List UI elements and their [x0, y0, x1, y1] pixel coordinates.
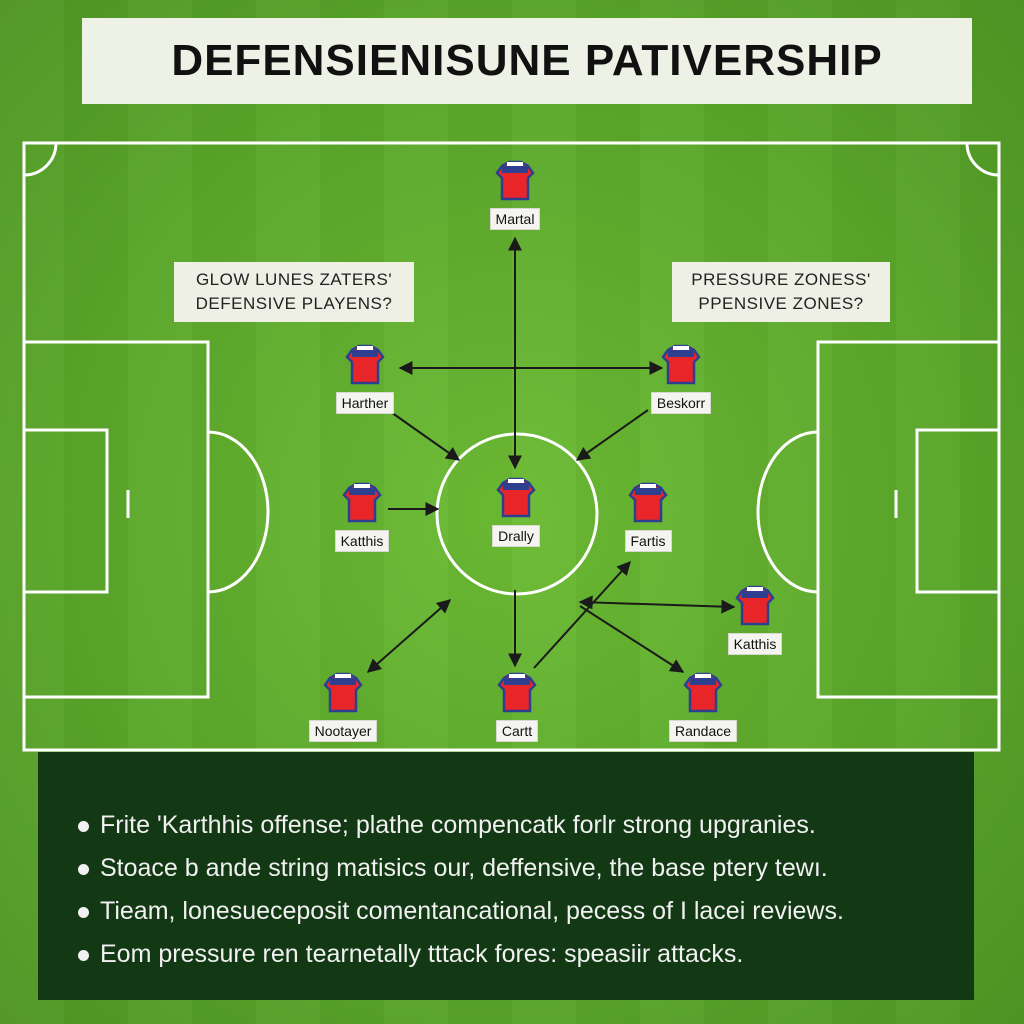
player-label: Katthis — [334, 530, 390, 552]
zone-callout-right: PRESSURE ZONESS' PPENSIVE ZONES? — [672, 262, 890, 322]
arrow-nootayer-center — [366, 599, 452, 673]
zone-left-line-1: GLOW LUNES ZATERS' — [195, 270, 393, 289]
player-katthis-right: Katthis — [700, 585, 810, 655]
player-label: Katthis — [727, 633, 783, 655]
arrow-center-randace — [579, 605, 685, 673]
player-label: Nootayer — [308, 720, 378, 742]
jersey-icon — [683, 672, 723, 713]
right-goal-box — [915, 428, 1001, 594]
arrow-beskorr-center — [575, 409, 649, 461]
jersey-icon — [661, 344, 701, 385]
pitch-lines — [22, 141, 1001, 752]
right-penalty-box — [816, 340, 1001, 699]
player-nootayer: Nootayer — [288, 672, 398, 742]
jersey-icon — [496, 477, 536, 518]
zone-right-line-2: PPENSIVE ZONES? — [698, 294, 864, 313]
player-label: Cartt — [495, 720, 539, 742]
player-label: Harther — [335, 392, 395, 414]
jersey-icon — [323, 672, 363, 713]
note-item: Eom pressure ren tearnetally tttack fore… — [78, 933, 974, 976]
note-item: Tieam, lonesueceposit comentancational, … — [78, 890, 974, 933]
jersey-icon — [345, 344, 385, 385]
arrow-cartt-fartis — [533, 560, 631, 669]
zone-left-line-2: DEFENSIVE PLAYENS? — [195, 294, 393, 313]
player-harther: Harther — [310, 344, 420, 414]
zone-right-line-1: PRESSURE ZONESS' — [691, 270, 871, 289]
jersey-icon — [628, 482, 668, 523]
movement-arrows — [366, 236, 736, 673]
arrow-center-katthis-right — [578, 595, 736, 614]
title-banner: DEFENSIENISUNE PATIVERSHIP — [82, 18, 972, 104]
corner-arc-top-right — [965, 142, 1000, 177]
player-drally: Drally — [461, 477, 571, 547]
player-label: Drally — [492, 525, 540, 547]
jersey-icon — [495, 160, 535, 201]
player-beskorr: Beskorr — [626, 344, 736, 414]
player-cartt: Cartt — [462, 672, 572, 742]
jersey-icon — [497, 672, 537, 713]
left-goal-box — [22, 428, 109, 594]
jersey-icon — [342, 482, 382, 523]
corner-arc-top-left — [23, 142, 58, 177]
arrow-harther-center — [387, 409, 461, 461]
right-penalty-arc — [756, 430, 819, 594]
player-label: Fartis — [624, 530, 672, 552]
note-item: Frite 'Karthhis offense; plathe compenca… — [78, 804, 974, 847]
jersey-icon — [735, 585, 775, 626]
notes-panel: Frite 'Karthhis offense; plathe compenca… — [38, 752, 974, 1000]
player-label: Randace — [668, 720, 738, 742]
player-label: Martal — [489, 208, 541, 230]
page-title: DEFENSIENISUNE PATIVERSHIP — [171, 36, 883, 85]
player-fartis: Fartis — [593, 482, 703, 552]
player-label: Beskorr — [650, 392, 712, 414]
player-katthis-left: Katthis — [307, 482, 417, 552]
left-penalty-box — [22, 340, 210, 699]
left-penalty-arc — [207, 430, 270, 594]
note-item: Stoace b ande string matisics our, deffe… — [78, 847, 974, 890]
player-randace: Randace — [648, 672, 758, 742]
pitch-outline — [22, 141, 1001, 752]
zone-callout-left: GLOW LUNES ZATERS' DEFENSIVE PLAYENS? — [174, 262, 414, 322]
notes-list: Frite 'Karthhis offense; plathe compenca… — [38, 752, 974, 976]
player-martal: Martal — [460, 160, 570, 230]
